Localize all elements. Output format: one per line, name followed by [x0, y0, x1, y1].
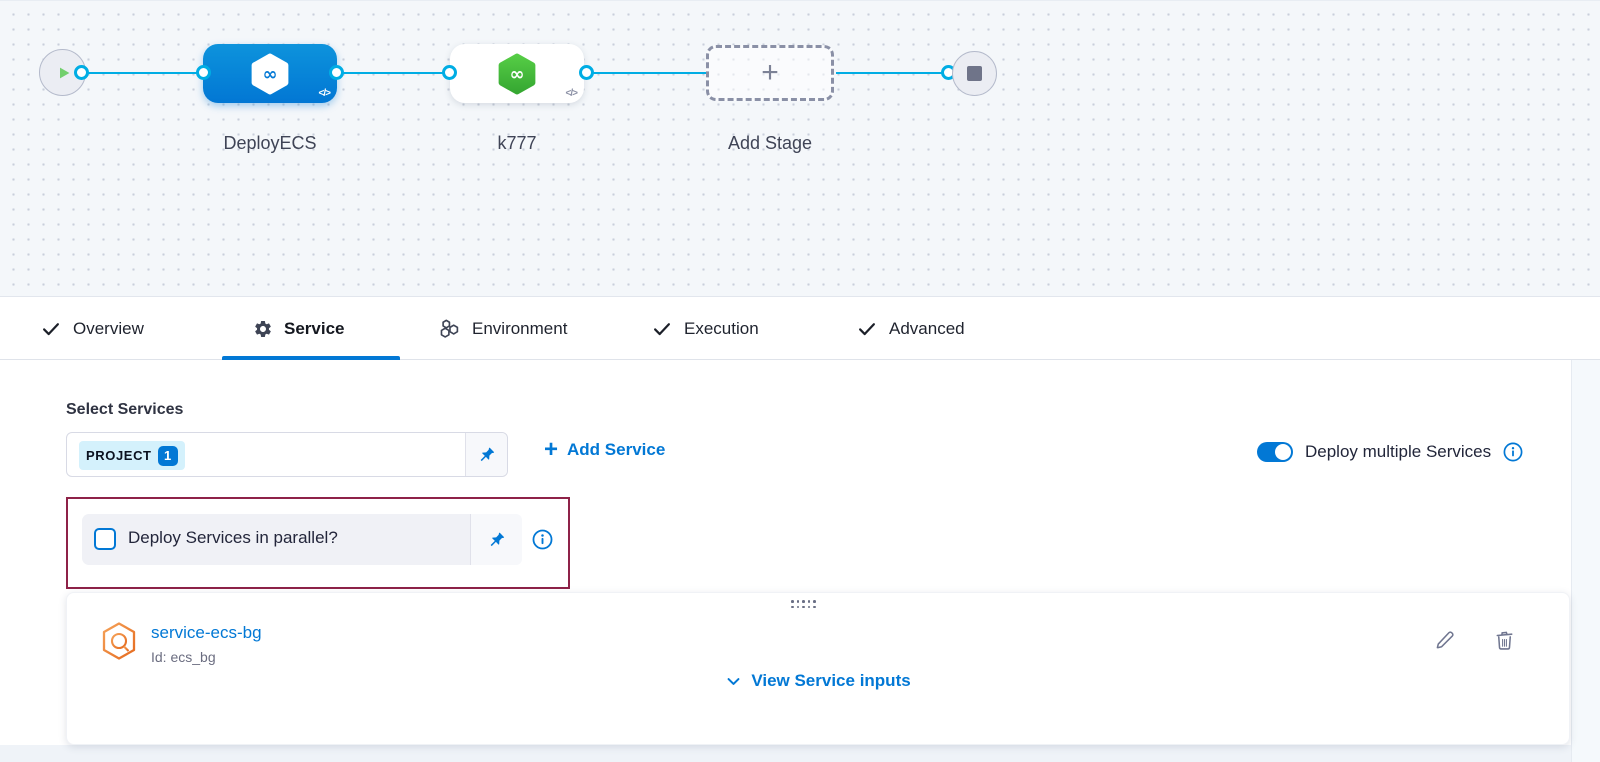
service-name-link[interactable]: service-ecs-bg	[151, 623, 262, 642]
toggle-knob	[1275, 444, 1291, 460]
hexagons-icon	[440, 319, 459, 338]
yaml-code-badge[interactable]: </>	[565, 88, 579, 99]
plus-icon: +	[544, 436, 559, 463]
edit-icon[interactable]	[1433, 629, 1456, 652]
edge-start-to-stage1	[62, 72, 202, 74]
stage-node-deployecs[interactable]: ∞ </>	[203, 44, 337, 103]
connector-ring	[579, 65, 594, 80]
view-service-inputs-toggle[interactable]: View Service inputs	[67, 671, 1569, 691]
add-stage-button[interactable]: +	[706, 45, 834, 101]
pin-icon	[480, 447, 495, 462]
deploy-multiple-toggle[interactable]	[1257, 442, 1293, 462]
tab-label: Advanced	[889, 318, 965, 338]
drag-handle[interactable]	[791, 600, 817, 609]
pin-input-type-button[interactable]	[465, 433, 507, 476]
pipeline-start-node[interactable]	[39, 49, 86, 96]
service-hexagon-icon	[102, 622, 136, 660]
gear-icon	[255, 320, 271, 337]
tab-label: Environment	[472, 318, 568, 338]
plus-icon: +	[761, 56, 779, 89]
select-services-input[interactable]: PROJECT 1	[66, 432, 508, 477]
tab-label: Service	[284, 318, 345, 338]
service-tab-content: Select Services PROJECT 1 + Add Service …	[0, 360, 1600, 762]
add-service-button[interactable]: + Add Service	[544, 436, 666, 463]
select-services-label: Select Services	[66, 401, 184, 418]
active-tab-underline	[222, 356, 400, 360]
pipeline-end-node[interactable]	[952, 51, 997, 96]
tab-execution[interactable]: Execution	[651, 297, 759, 360]
deploy-parallel-checkbox[interactable]	[94, 528, 116, 550]
scope-chip-label: PROJECT	[86, 448, 152, 463]
pipeline-canvas[interactable]: ∞ </> DeployECS ∞ </> k777 + Add Stage	[0, 0, 1600, 296]
stage-label-deployecs[interactable]: DeployECS	[223, 133, 317, 153]
deploy-parallel-label: Deploy Services in parallel?	[128, 528, 338, 547]
tab-label: Overview	[73, 318, 144, 338]
service-card[interactable]: service-ecs-bg Id: ecs_bg View Service i…	[66, 592, 1570, 745]
connector-ring	[74, 65, 89, 80]
tab-advanced[interactable]: Advanced	[856, 297, 965, 360]
edge-stage1-to-stage2	[333, 72, 449, 74]
svg-text:∞: ∞	[263, 63, 278, 84]
add-service-label: Add Service	[567, 440, 666, 459]
panel-bottom-edge	[0, 745, 1571, 762]
info-icon[interactable]	[1503, 442, 1523, 462]
deploy-multiple-label: Deploy multiple Services	[1305, 442, 1492, 461]
connector-ring	[442, 65, 457, 80]
check-icon	[859, 322, 875, 335]
pin-icon	[490, 532, 505, 547]
stop-icon	[967, 66, 982, 81]
tab-label: Execution	[684, 318, 759, 338]
tab-service[interactable]: Service	[253, 297, 345, 360]
yaml-code-badge[interactable]: </>	[318, 88, 332, 99]
stage-config-tabbar: Overview Service Environment Execution A…	[0, 296, 1600, 647]
stage-label-add-stage[interactable]: Add Stage	[727, 133, 813, 153]
scope-chip-count: 1	[157, 445, 178, 466]
stage-label-k777[interactable]: k777	[497, 133, 537, 153]
service-id-text: Id: ecs_bg	[151, 649, 216, 665]
panel-right-gutter	[1571, 360, 1600, 762]
check-icon	[654, 322, 670, 335]
chevron-down-icon	[727, 677, 740, 685]
info-icon[interactable]	[532, 529, 553, 550]
tab-environment[interactable]: Environment	[437, 297, 567, 360]
connector-ring	[196, 65, 211, 80]
edge-addstage-to-end	[836, 72, 948, 74]
harness-stage-icon: ∞	[251, 53, 289, 94]
connector-ring	[329, 65, 344, 80]
stage-node-k777[interactable]: ∞ </>	[450, 44, 584, 103]
deploy-multiple-row: Deploy multiple Services	[1257, 442, 1523, 462]
deploy-parallel-field: Deploy Services in parallel?	[82, 514, 522, 565]
pin-input-type-button[interactable]	[470, 514, 522, 565]
svg-text:∞: ∞	[510, 63, 525, 84]
play-icon	[59, 67, 69, 78]
harness-stage-icon: ∞	[498, 53, 536, 94]
annotation-highlight-box: Deploy Services in parallel?	[66, 497, 570, 589]
tab-overview[interactable]: Overview	[40, 297, 144, 360]
check-icon	[43, 322, 59, 335]
edge-stage2-to-addstage	[587, 72, 707, 74]
project-scope-chip[interactable]: PROJECT 1	[79, 441, 185, 470]
delete-icon[interactable]	[1493, 629, 1516, 652]
view-inputs-label: View Service inputs	[751, 671, 911, 690]
